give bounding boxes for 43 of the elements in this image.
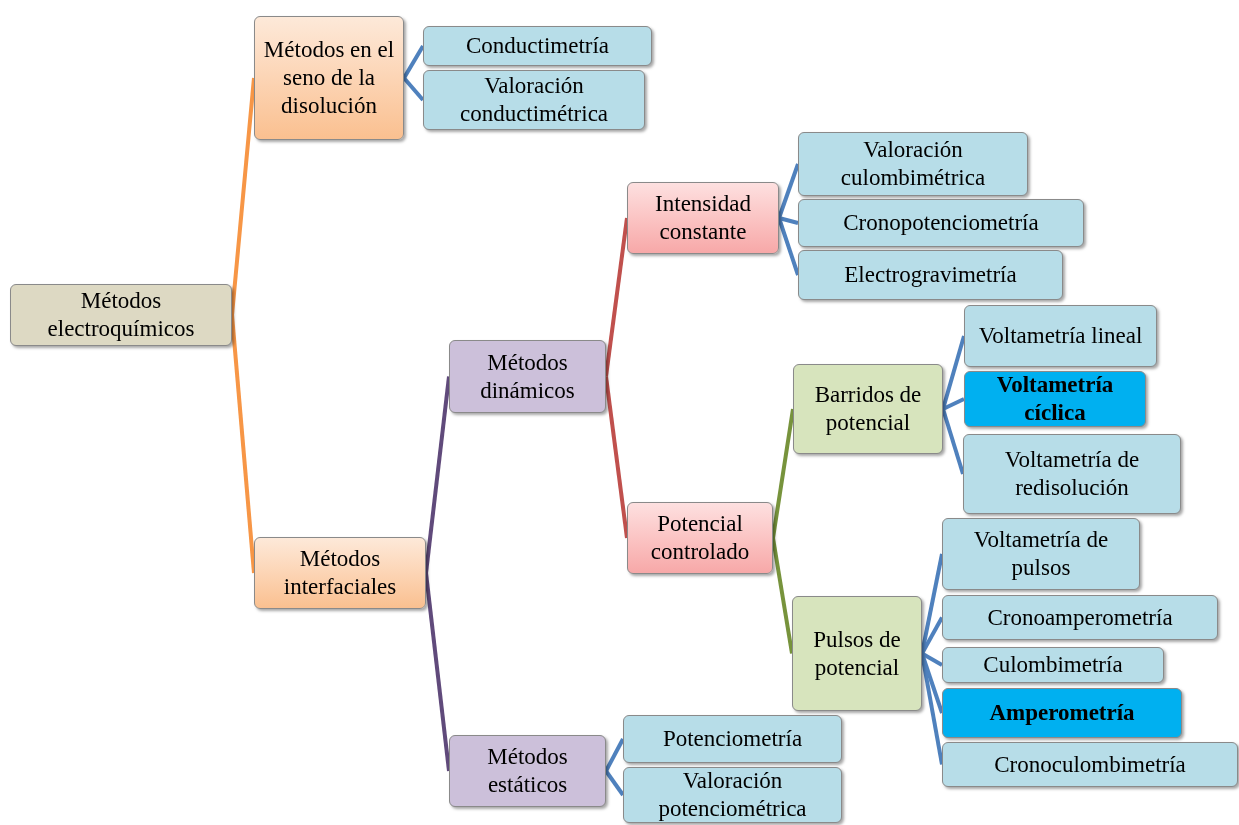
connector-line [942, 397, 965, 411]
category-box: Métodos interfaciales [254, 537, 426, 609]
connector-line [604, 217, 629, 377]
connector-line [921, 651, 943, 667]
category-box: Voltametría de redisolución [963, 434, 1181, 514]
connector-line [402, 76, 425, 102]
category-box: Pulsos de potencial [792, 596, 922, 711]
category-box: Intensidad constante [627, 182, 779, 254]
category-box: Potenciometría [623, 715, 842, 763]
category-box: Electrogravimetría [798, 250, 1063, 300]
connector-line [941, 408, 965, 475]
category-box: Barridos de potencial [793, 364, 943, 454]
category-box: Culombimetría [942, 647, 1164, 683]
connector-line [771, 408, 795, 539]
connector-line [777, 163, 800, 219]
connector-line [230, 77, 256, 316]
connector-line [604, 376, 629, 539]
connector-line [604, 738, 625, 772]
category-box: Conductimetría [423, 26, 652, 66]
category-box: Voltametría de pulsos [942, 518, 1140, 590]
category-box: Potencial controlado [627, 502, 773, 574]
category-box: Valoración culombimétrica [798, 132, 1028, 196]
connector-line [771, 537, 794, 654]
category-box: Cronoculombimetría [942, 742, 1238, 787]
connector-line [402, 44, 425, 80]
category-box: Métodos dinámicos [449, 340, 606, 413]
category-box: Valoración potenciométrica [623, 767, 842, 823]
category-box: Voltametría cíclica [964, 371, 1146, 427]
category-box: Métodos en el seno de la disolución [254, 16, 404, 140]
category-box: Métodos electroquímicos [10, 284, 232, 346]
category-box: Cronoamperometría [942, 595, 1218, 640]
category-box: Voltametría lineal [964, 305, 1157, 367]
connector-line [230, 314, 256, 574]
connector-line [941, 335, 966, 410]
connector-line [424, 572, 451, 772]
category-box: Amperometría [942, 688, 1182, 738]
connector-line [604, 769, 625, 797]
connector-line [777, 217, 800, 276]
category-box: Métodos estáticos [449, 735, 606, 807]
category-box: Valoración conductimétrica [423, 70, 645, 130]
category-box: Cronopotenciometría [798, 199, 1084, 247]
connector-line [778, 216, 799, 225]
connector-line [424, 376, 451, 574]
